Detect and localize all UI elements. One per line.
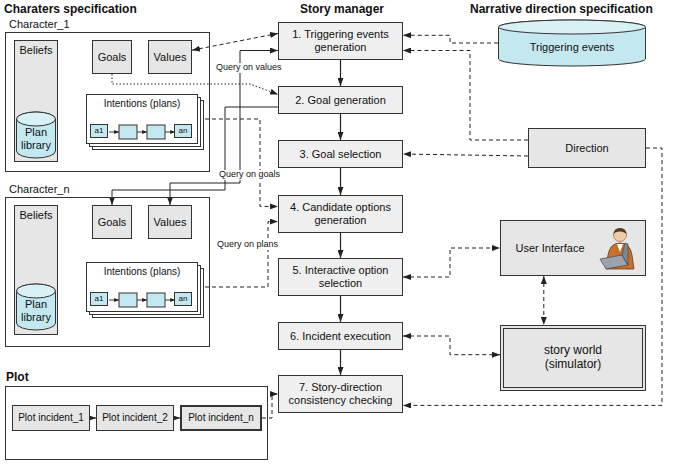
values-box: Values (148, 205, 192, 239)
node-text: Plan library (16, 298, 56, 323)
connector (198, 222, 278, 287)
values-box: Values (148, 40, 192, 74)
goals-box: Goals (92, 40, 132, 74)
connector (340, 168, 341, 195)
node-text: Character_n (9, 183, 70, 196)
edge-label: Query on values (215, 63, 283, 73)
plot-incident: Plot incident_1 (12, 405, 90, 431)
node-text: 5. Interactive option selection (279, 264, 402, 289)
column-heading: Narrative direction specification (470, 2, 653, 16)
node-text: 1. Triggering events generation (279, 28, 402, 53)
node-text: 3. Goal selection (300, 148, 382, 161)
process-box: 2. Goal generation (278, 86, 403, 114)
intentions-box: Intentions (plans) a1 an (86, 94, 198, 144)
node-text: story world (simulator) (526, 344, 620, 372)
node-text: User Interface (515, 242, 584, 255)
connector (340, 60, 341, 86)
plot-incident: Plot incident_2 (96, 405, 174, 431)
node-text: an (179, 126, 188, 135)
plan-library-cylinder: Plan library (16, 112, 56, 158)
connector (192, 33, 278, 50)
beliefs-box: BeliefsPlan library (14, 205, 58, 335)
node-text: Beliefs (19, 44, 52, 57)
node-text: Plot (6, 371, 29, 385)
process-box: 4. Candidate options generation (278, 195, 403, 233)
node-text: Goals (98, 216, 127, 229)
plot-incident: Plot incident_n (180, 405, 262, 431)
connector (340, 233, 341, 258)
action-box: an (174, 292, 192, 306)
node-text: Intentions (plans) (104, 98, 181, 110)
goals-box: Goals (92, 205, 132, 239)
node-text: a1 (95, 294, 104, 303)
action-box: a1 (90, 292, 108, 306)
connector (262, 394, 278, 418)
column-heading: Charaters specification (4, 2, 137, 16)
connector (543, 276, 544, 325)
connector (403, 336, 500, 355)
node-text: 7. Story-direction consistency checking (279, 381, 402, 406)
node-text: Goals (98, 51, 127, 64)
action-box: an (174, 124, 192, 138)
node-text: a1 (95, 126, 104, 135)
user-icon (598, 225, 642, 273)
node-text: Plot incident_2 (102, 412, 168, 424)
node-text: 6. Incident execution (290, 330, 391, 343)
node-text: 2. Goal generation (295, 94, 386, 107)
connector (403, 148, 662, 405)
database-cylinder: Triggering events (498, 20, 646, 66)
process-box: 3. Goal selection (278, 140, 403, 168)
simulator-box: story world (simulator) (500, 325, 646, 391)
connector (403, 51, 528, 141)
node-text: Beliefs (19, 209, 52, 222)
node-text: Direction (565, 142, 608, 155)
connector (112, 74, 278, 94)
node-text: Plan library (16, 126, 56, 151)
node-text: Character_1 (9, 18, 70, 31)
node-text: an (179, 294, 188, 303)
node-text: 4. Candidate options generation (279, 201, 402, 226)
action-box: a1 (90, 124, 108, 138)
process-box: 7. Story-direction consistency checking (278, 375, 403, 413)
node-text: Values (154, 216, 187, 229)
node-text: Plot incident_n (188, 412, 254, 424)
plot-box: PlotPlot incident_1Plot incident_2Plot i… (5, 386, 268, 460)
edge-label: Query on goals (218, 170, 281, 180)
character-box: Character_1BeliefsPlan libraryGoalsValue… (5, 32, 210, 172)
node-text: Plot incident_1 (18, 412, 84, 424)
plan-library-cylinder: Plan library (16, 284, 56, 330)
intentions-box: Intentions (plans) a1 an (86, 262, 198, 312)
connector (340, 350, 341, 375)
process-box: 1. Triggering events generation (278, 22, 403, 60)
character-box: Character_nBeliefsPlan libraryGoalsValue… (5, 197, 210, 347)
edge-label: Query on plans (216, 240, 279, 250)
process-box: 6. Incident execution (278, 322, 403, 350)
connector (340, 296, 341, 322)
node-text: Values (154, 51, 187, 64)
node-text: Triggering events (530, 41, 615, 54)
connector (403, 154, 528, 156)
node-text: Intentions (plans) (104, 266, 181, 278)
column-heading: Story manager (300, 2, 384, 16)
connector (340, 114, 341, 140)
connector (403, 35, 498, 43)
direction-box: Direction (528, 128, 646, 168)
connector (198, 119, 278, 206)
connector (403, 248, 500, 277)
beliefs-box: BeliefsPlan library (14, 40, 58, 162)
process-box: 5. Interactive option selection (278, 258, 403, 296)
